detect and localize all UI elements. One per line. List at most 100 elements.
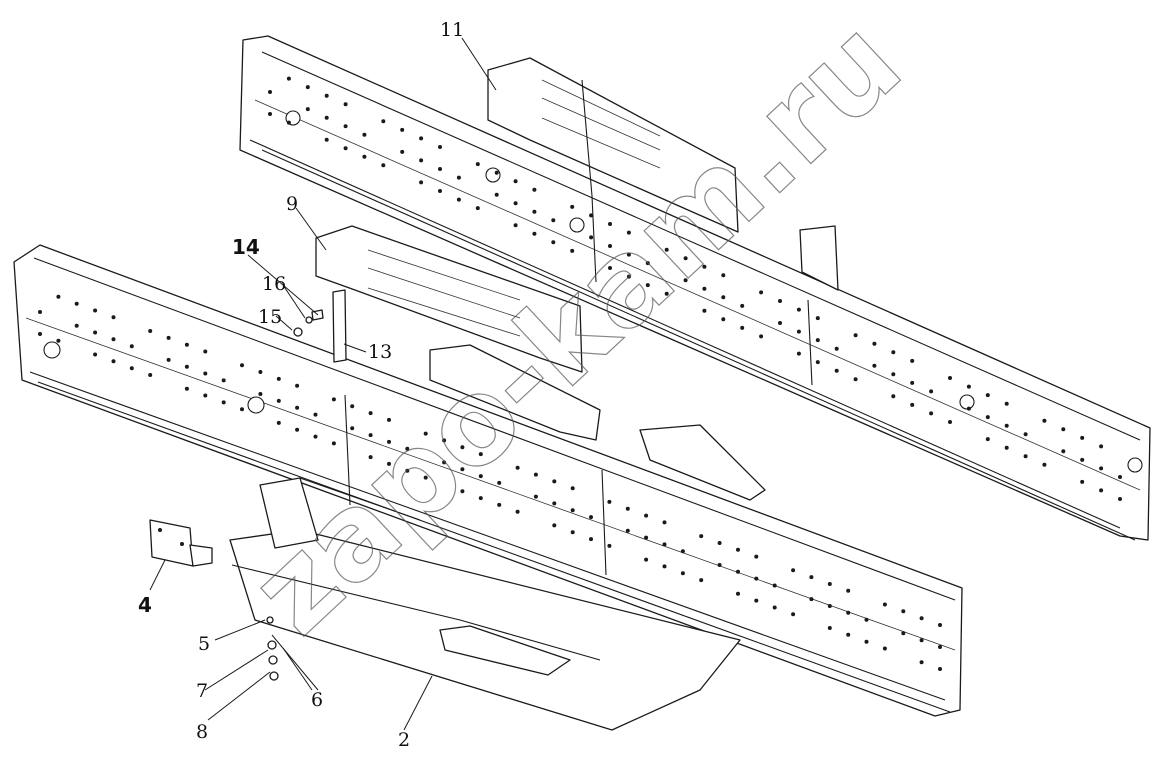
mounting-hole	[1004, 401, 1009, 406]
mounting-hole	[919, 616, 924, 621]
mounting-hole	[419, 136, 424, 141]
mounting-hole	[532, 231, 537, 236]
mounting-hole	[295, 383, 300, 388]
mounting-hole	[438, 189, 442, 193]
mounting-hole	[1042, 462, 1047, 467]
mounting-hole	[680, 571, 685, 576]
mounting-hole	[324, 93, 329, 98]
mounting-hole	[515, 465, 520, 470]
mounting-hole	[645, 283, 650, 288]
reinforcement-plate-11	[487, 57, 839, 291]
mounting-hole	[1099, 444, 1104, 449]
mounting-hole	[203, 393, 208, 398]
mounting-hole	[759, 290, 764, 295]
mounting-hole	[478, 474, 483, 479]
mounting-hole	[626, 252, 631, 257]
mounting-hole	[834, 368, 839, 373]
mounting-hole	[662, 564, 667, 569]
mounting-hole	[38, 332, 42, 336]
mounting-hole	[589, 537, 593, 542]
mounting-hole	[702, 286, 707, 291]
callout-5: 5	[198, 633, 210, 655]
mounting-hole	[864, 617, 869, 622]
mounting-hole	[570, 530, 575, 535]
mounting-hole	[276, 420, 281, 425]
mounting-hole	[662, 542, 667, 547]
mounting-hole	[148, 329, 153, 333]
mounting-hole	[901, 631, 906, 636]
mounting-hole	[381, 163, 386, 168]
mounting-hole	[276, 376, 281, 381]
mounting-hole	[286, 120, 291, 125]
mounting-hole	[240, 363, 244, 368]
mounting-hole	[475, 162, 480, 167]
mounting-hole	[882, 646, 887, 651]
mounting-hole	[938, 623, 942, 627]
mounting-hole	[740, 303, 745, 308]
mounting-hole	[985, 437, 990, 442]
mounting-hole	[368, 455, 373, 460]
mounting-hole	[589, 235, 594, 240]
mounting-hole	[203, 349, 208, 354]
mounting-hole	[683, 278, 688, 283]
mounting-hole	[644, 513, 649, 518]
mounting-hole	[324, 115, 329, 120]
mounting-hole	[1061, 449, 1066, 454]
mounting-hole	[93, 352, 98, 357]
mounting-hole	[129, 344, 134, 349]
mounting-hole	[460, 489, 465, 494]
mounting-hole	[815, 338, 820, 343]
mounting-hole	[166, 335, 171, 340]
mounting-hole	[910, 358, 915, 363]
callout-8: 8	[196, 721, 208, 743]
mounting-hole	[864, 639, 869, 644]
mounting-hole	[645, 261, 650, 266]
mounting-hole	[985, 393, 990, 398]
mounting-hole	[442, 460, 447, 465]
mounting-hole	[387, 417, 391, 422]
mounting-hole	[184, 386, 189, 391]
mounting-hole	[608, 244, 612, 248]
mounting-hole	[625, 528, 630, 533]
mounting-hole	[184, 364, 189, 369]
mounting-hole	[938, 667, 942, 671]
mounting-hole	[305, 107, 310, 112]
mounting-hole	[570, 204, 575, 209]
mounting-hole	[381, 119, 386, 124]
mounting-hole	[644, 535, 649, 540]
mounting-hole	[532, 209, 537, 214]
mounting-hole	[129, 366, 134, 371]
mounting-hole	[268, 112, 272, 116]
callout-9: 9	[286, 193, 298, 215]
mounting-hole	[772, 605, 777, 610]
mounting-hole	[533, 494, 538, 499]
mounting-hole	[368, 433, 373, 438]
mounting-hole	[778, 299, 782, 303]
mounting-hole	[419, 180, 424, 185]
mounting-hole	[368, 411, 373, 416]
mounting-hole	[919, 660, 924, 665]
mounting-hole	[295, 405, 300, 410]
mounting-hole	[513, 223, 518, 228]
mounting-hole	[791, 568, 796, 573]
callout-15: 15	[258, 306, 282, 328]
mounting-hole	[313, 412, 318, 417]
mounting-hole	[240, 407, 244, 412]
mounting-hole	[148, 373, 153, 377]
mounting-hole	[846, 588, 851, 593]
mounting-hole	[891, 394, 896, 399]
mounting-hole	[834, 346, 839, 351]
mounting-hole	[740, 325, 745, 330]
mounting-hole	[985, 415, 990, 420]
mounting-hole	[1004, 445, 1009, 450]
mounting-hole	[966, 384, 971, 389]
mounting-hole	[662, 520, 667, 525]
mounting-hole	[1080, 435, 1085, 440]
mounting-hole	[827, 626, 832, 630]
mounting-hole	[664, 247, 669, 252]
mounting-hole	[400, 127, 405, 132]
mounting-hole	[853, 377, 858, 382]
lower-bumper-assembly-2	[229, 477, 741, 731]
mounting-hole	[513, 179, 518, 184]
